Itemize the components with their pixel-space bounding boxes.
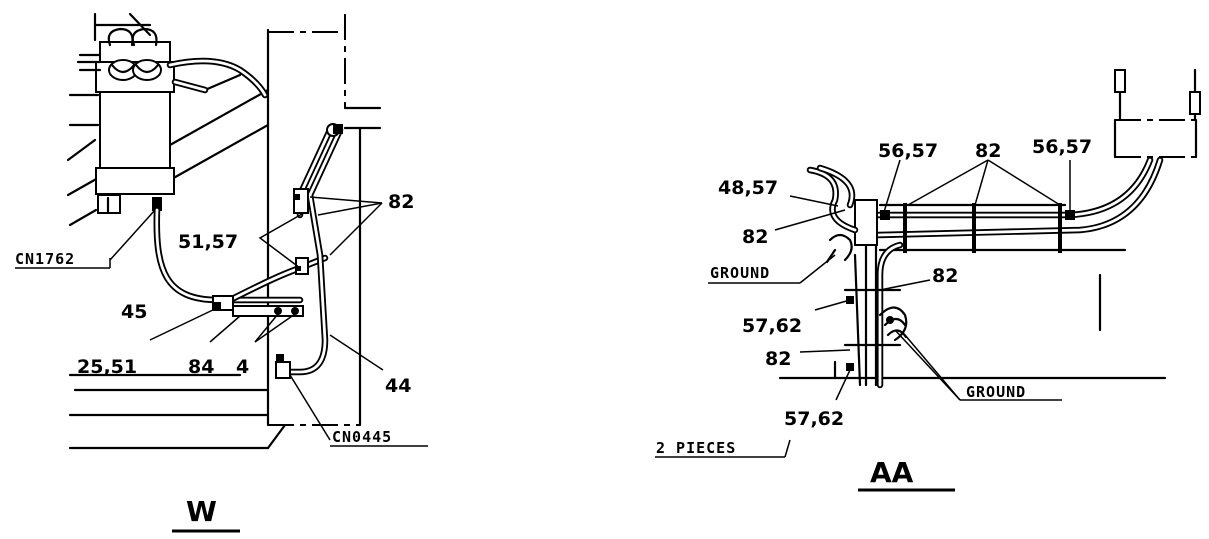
label-45: 45 xyxy=(121,301,147,323)
pieces-note: 2 PIECES xyxy=(656,439,736,457)
label-82-mid: 82 xyxy=(932,265,958,287)
label-82-left: 82 xyxy=(742,226,768,248)
view-title-aa: AA xyxy=(870,456,914,489)
view-aa: 56,57 82 56,57 48,57 82 82 57,62 82 57,6… xyxy=(655,68,1201,492)
hose-45 xyxy=(153,206,329,304)
label-82-low: 82 xyxy=(765,348,791,370)
label-56-57-left: 56,57 xyxy=(878,140,938,162)
label-51-57: 51,57 xyxy=(178,231,238,253)
ground-label-right: GROUND xyxy=(966,383,1026,401)
frame-lines-w xyxy=(66,12,382,450)
label-82: 82 xyxy=(388,191,414,213)
label-57-62-lower: 57,62 xyxy=(784,408,844,430)
label-82-top: 82 xyxy=(975,140,1001,162)
connector-cn1762: CN1762 xyxy=(15,250,75,268)
leaders-aa xyxy=(655,159,1071,458)
frame-lines-aa xyxy=(778,238,1167,387)
view-title-w: W xyxy=(186,495,217,528)
label-44: 44 xyxy=(385,375,411,397)
bracket-84 xyxy=(212,295,304,317)
label-25-51: 25,51 xyxy=(77,356,137,378)
view-w: 82 51,57 45 25,51 84 4 44 CN1762 CN0445 … xyxy=(15,12,428,533)
label-48-57: 48,57 xyxy=(718,177,778,199)
label-56-57-right: 56,57 xyxy=(1032,136,1092,158)
label-84: 84 xyxy=(188,356,214,378)
filter-canister xyxy=(76,27,269,214)
ground-label-left: GROUND xyxy=(710,264,770,282)
ground-clips xyxy=(878,306,908,342)
left-hose xyxy=(806,164,859,264)
label-57-62-upper: 57,62 xyxy=(742,315,802,337)
connector-box xyxy=(1113,68,1201,159)
label-4: 4 xyxy=(236,356,249,378)
connector-cn0445: CN0445 xyxy=(332,428,392,446)
leaders-w xyxy=(15,196,428,447)
main-harness xyxy=(843,156,1164,389)
cable-44 xyxy=(275,123,344,379)
